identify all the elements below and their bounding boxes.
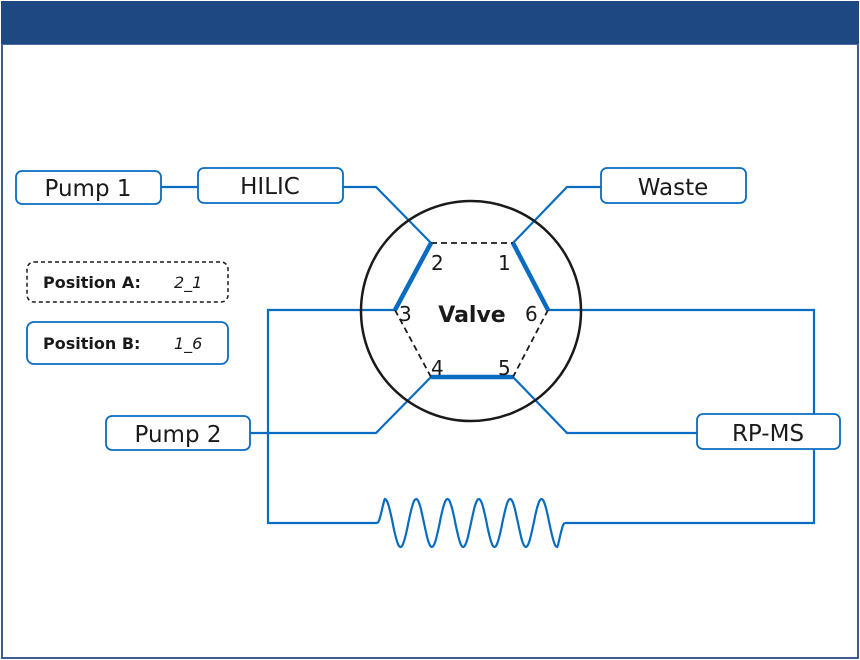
rpms-box[interactable] — [696, 413, 841, 450]
hilic-box[interactable] — [197, 167, 344, 204]
port-5-label: 5 — [498, 356, 511, 380]
pump2-box[interactable] — [105, 415, 251, 451]
valve-circle — [359, 199, 583, 423]
rpms-label: RP-MS — [732, 421, 804, 447]
dashed-6-5 — [512, 309, 549, 378]
active-2-3 — [393, 241, 433, 312]
port-6-label: 6 — [525, 302, 538, 326]
position-b-value: 1_6 — [174, 334, 202, 354]
port-3-label: 3 — [399, 302, 412, 326]
position-a-box — [26, 261, 229, 303]
active-1-6 — [511, 241, 550, 312]
dashed-3-4 — [394, 309, 432, 378]
port-1-label: 1 — [498, 251, 511, 275]
waste-label: Waste — [638, 175, 709, 201]
line-rpms-port5 — [512, 376, 697, 435]
header-bar — [1, 1, 859, 45]
position-a-label: Position A: — [43, 273, 141, 292]
loop-left — [266, 308, 395, 525]
sample-loop-coil — [376, 497, 566, 549]
pump2-label: Pump 2 — [135, 422, 222, 448]
valve-label: Valve — [438, 303, 505, 328]
position-b-label: Position B: — [43, 334, 140, 353]
pump1-label: Pump 1 — [45, 176, 132, 202]
hilic-label: HILIC — [240, 174, 300, 200]
line-waste-port1 — [512, 185, 601, 244]
position-a-value: 2_1 — [174, 273, 202, 293]
line-pump2-port4 — [250, 376, 432, 435]
pump1-box[interactable] — [15, 170, 162, 205]
position-b-box — [26, 321, 229, 365]
line-hilic-port2 — [343, 185, 432, 244]
port-2-label: 2 — [431, 251, 444, 275]
port-4-label: 4 — [431, 356, 444, 380]
waste-box[interactable] — [600, 167, 747, 204]
